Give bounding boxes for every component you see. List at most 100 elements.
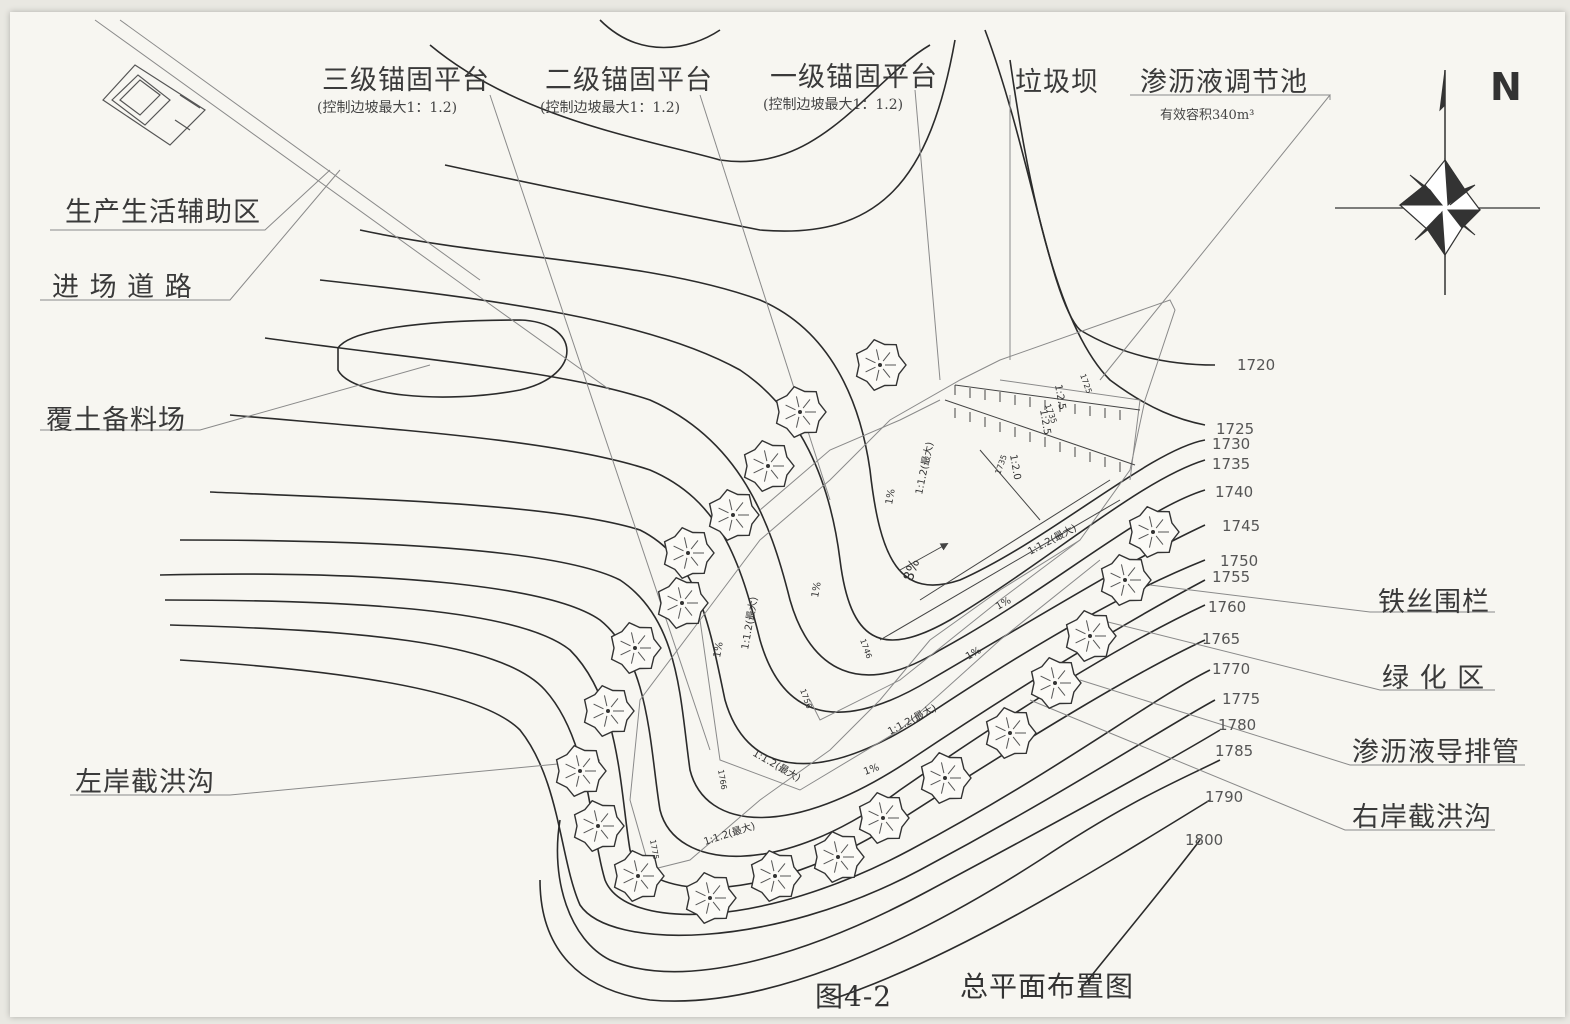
pond-label: 渗沥液调节池 (1140, 67, 1308, 98)
tree-symbol (1100, 553, 1152, 607)
contour-line (556, 729, 1221, 973)
leader-line (50, 169, 331, 231)
contour-label: 1755 (1212, 568, 1251, 586)
slope-label: 1% (884, 488, 898, 506)
contour-line (829, 799, 1211, 1001)
contour-label: 1800 (1185, 831, 1224, 849)
tree-symbol (1030, 656, 1082, 710)
contour-label: 1790 (1205, 788, 1244, 806)
platform-3-note: (控制边坡最大1：1.2) (317, 100, 458, 116)
inner-elevation: 1746 (858, 638, 873, 660)
boundary-line (759, 399, 941, 511)
contour-line (444, 39, 956, 232)
contour-label: 1720 (1237, 356, 1276, 374)
inner-elevation: 1756 (798, 688, 813, 710)
contour-label: 1750 (1220, 552, 1259, 570)
contour-label: 1760 (1208, 598, 1247, 616)
platform-line (489, 94, 711, 751)
tree-symbol (555, 744, 607, 798)
auxiliary-building (102, 64, 206, 146)
contour-line (429, 44, 931, 163)
tree-symbol (813, 830, 865, 884)
leader-line (70, 759, 601, 796)
contour-line (359, 229, 1206, 586)
contour-line (179, 539, 1206, 819)
platform-line (1099, 94, 1332, 381)
tree-symbol (750, 849, 802, 903)
dam-label: 垃圾坝 (1015, 67, 1099, 98)
contour-line (1009, 59, 1206, 426)
tree-symbol (613, 849, 665, 903)
boundary-line (999, 379, 1141, 481)
tree-symbol (1065, 609, 1117, 663)
contour-label: 1730 (1212, 435, 1251, 453)
inner-elevation: 1735 (993, 453, 1008, 475)
leader-line (1029, 699, 1495, 831)
right-ditch-label: 右岸截洪沟 (1352, 802, 1492, 833)
inner-elevation: 1766 (716, 769, 728, 791)
tree-symbol (985, 706, 1037, 760)
slope-label: 1% (862, 762, 881, 778)
slope-label: 1:2.5 (1037, 409, 1052, 436)
tree-symbol (775, 385, 827, 439)
contour-line (599, 19, 721, 49)
slope-label: 1% (810, 581, 824, 599)
contour-label: 1770 (1212, 660, 1251, 678)
contour-line (209, 491, 1206, 765)
tree-symbol (920, 751, 972, 805)
tree-symbol (1128, 505, 1180, 559)
left-ditch-label: 左岸截洪沟 (75, 767, 215, 798)
contour-label: 1780 (1218, 716, 1257, 734)
slope-label: 1:1.2(最大) (702, 819, 757, 848)
pond-note: 有效容积340m³ (1160, 108, 1255, 123)
platform-lines (40, 19, 1525, 871)
leader-line (40, 364, 431, 431)
platform-1-title: 一级锚固平台 (770, 62, 938, 93)
contour-label: 1775 (1222, 690, 1261, 708)
contour-line (159, 573, 1206, 858)
slope-label: 1:1.2(最大) (751, 746, 804, 784)
slope-label: 8% (901, 557, 924, 583)
figure-title: 总平面布置图 (960, 970, 1135, 1003)
contour-line (229, 414, 1206, 713)
contour-line (169, 624, 1211, 916)
tree-symbol (743, 439, 795, 493)
tree-symbol (685, 871, 737, 925)
contour-label: 1745 (1222, 517, 1261, 535)
platform-3-title: 三级锚固平台 (322, 65, 490, 96)
slope-label: 1:2.5 (1052, 384, 1067, 411)
contour-line (319, 279, 1206, 641)
road-line (94, 19, 611, 391)
platform-1-note: (控制边坡最大1：1.2) (763, 97, 904, 113)
slope-label: 1:2.0 (1007, 454, 1022, 481)
contour-lines (159, 19, 1221, 1002)
contour-line (1079, 839, 1201, 991)
leader-line (1099, 619, 1495, 691)
tree-symbol (663, 526, 715, 580)
contour-label: 1740 (1215, 483, 1254, 501)
slope-label: 1:1.2(最大) (885, 701, 938, 738)
contour-line (179, 659, 1216, 937)
figure-number: 图4-2 (815, 980, 893, 1013)
leader-line (40, 169, 341, 301)
boundary-line (629, 299, 1176, 871)
tree-symbol (855, 338, 907, 392)
tree-symbol (610, 621, 662, 675)
platform-2-title: 二级锚固平台 (545, 65, 713, 96)
contour-line (539, 759, 1221, 1002)
contour-label: 1735 (1212, 455, 1251, 473)
contour-label: 1725 (1216, 420, 1255, 438)
tree-symbol (708, 488, 760, 542)
dam-hatch (879, 384, 1141, 641)
access-road-label: 进 场 道 路 (52, 272, 193, 303)
fence-label: 铁丝围栏 (1378, 587, 1490, 618)
tree-symbol (573, 799, 625, 853)
soil-stock-label: 覆土备料场 (46, 405, 186, 436)
slope-label: 1:1.2(最大) (912, 441, 936, 496)
contour-line (264, 337, 1206, 676)
contour-line (337, 319, 568, 398)
platform-line (914, 89, 941, 381)
tree-symbol (858, 791, 910, 845)
contour-label: 1785 (1215, 742, 1254, 760)
